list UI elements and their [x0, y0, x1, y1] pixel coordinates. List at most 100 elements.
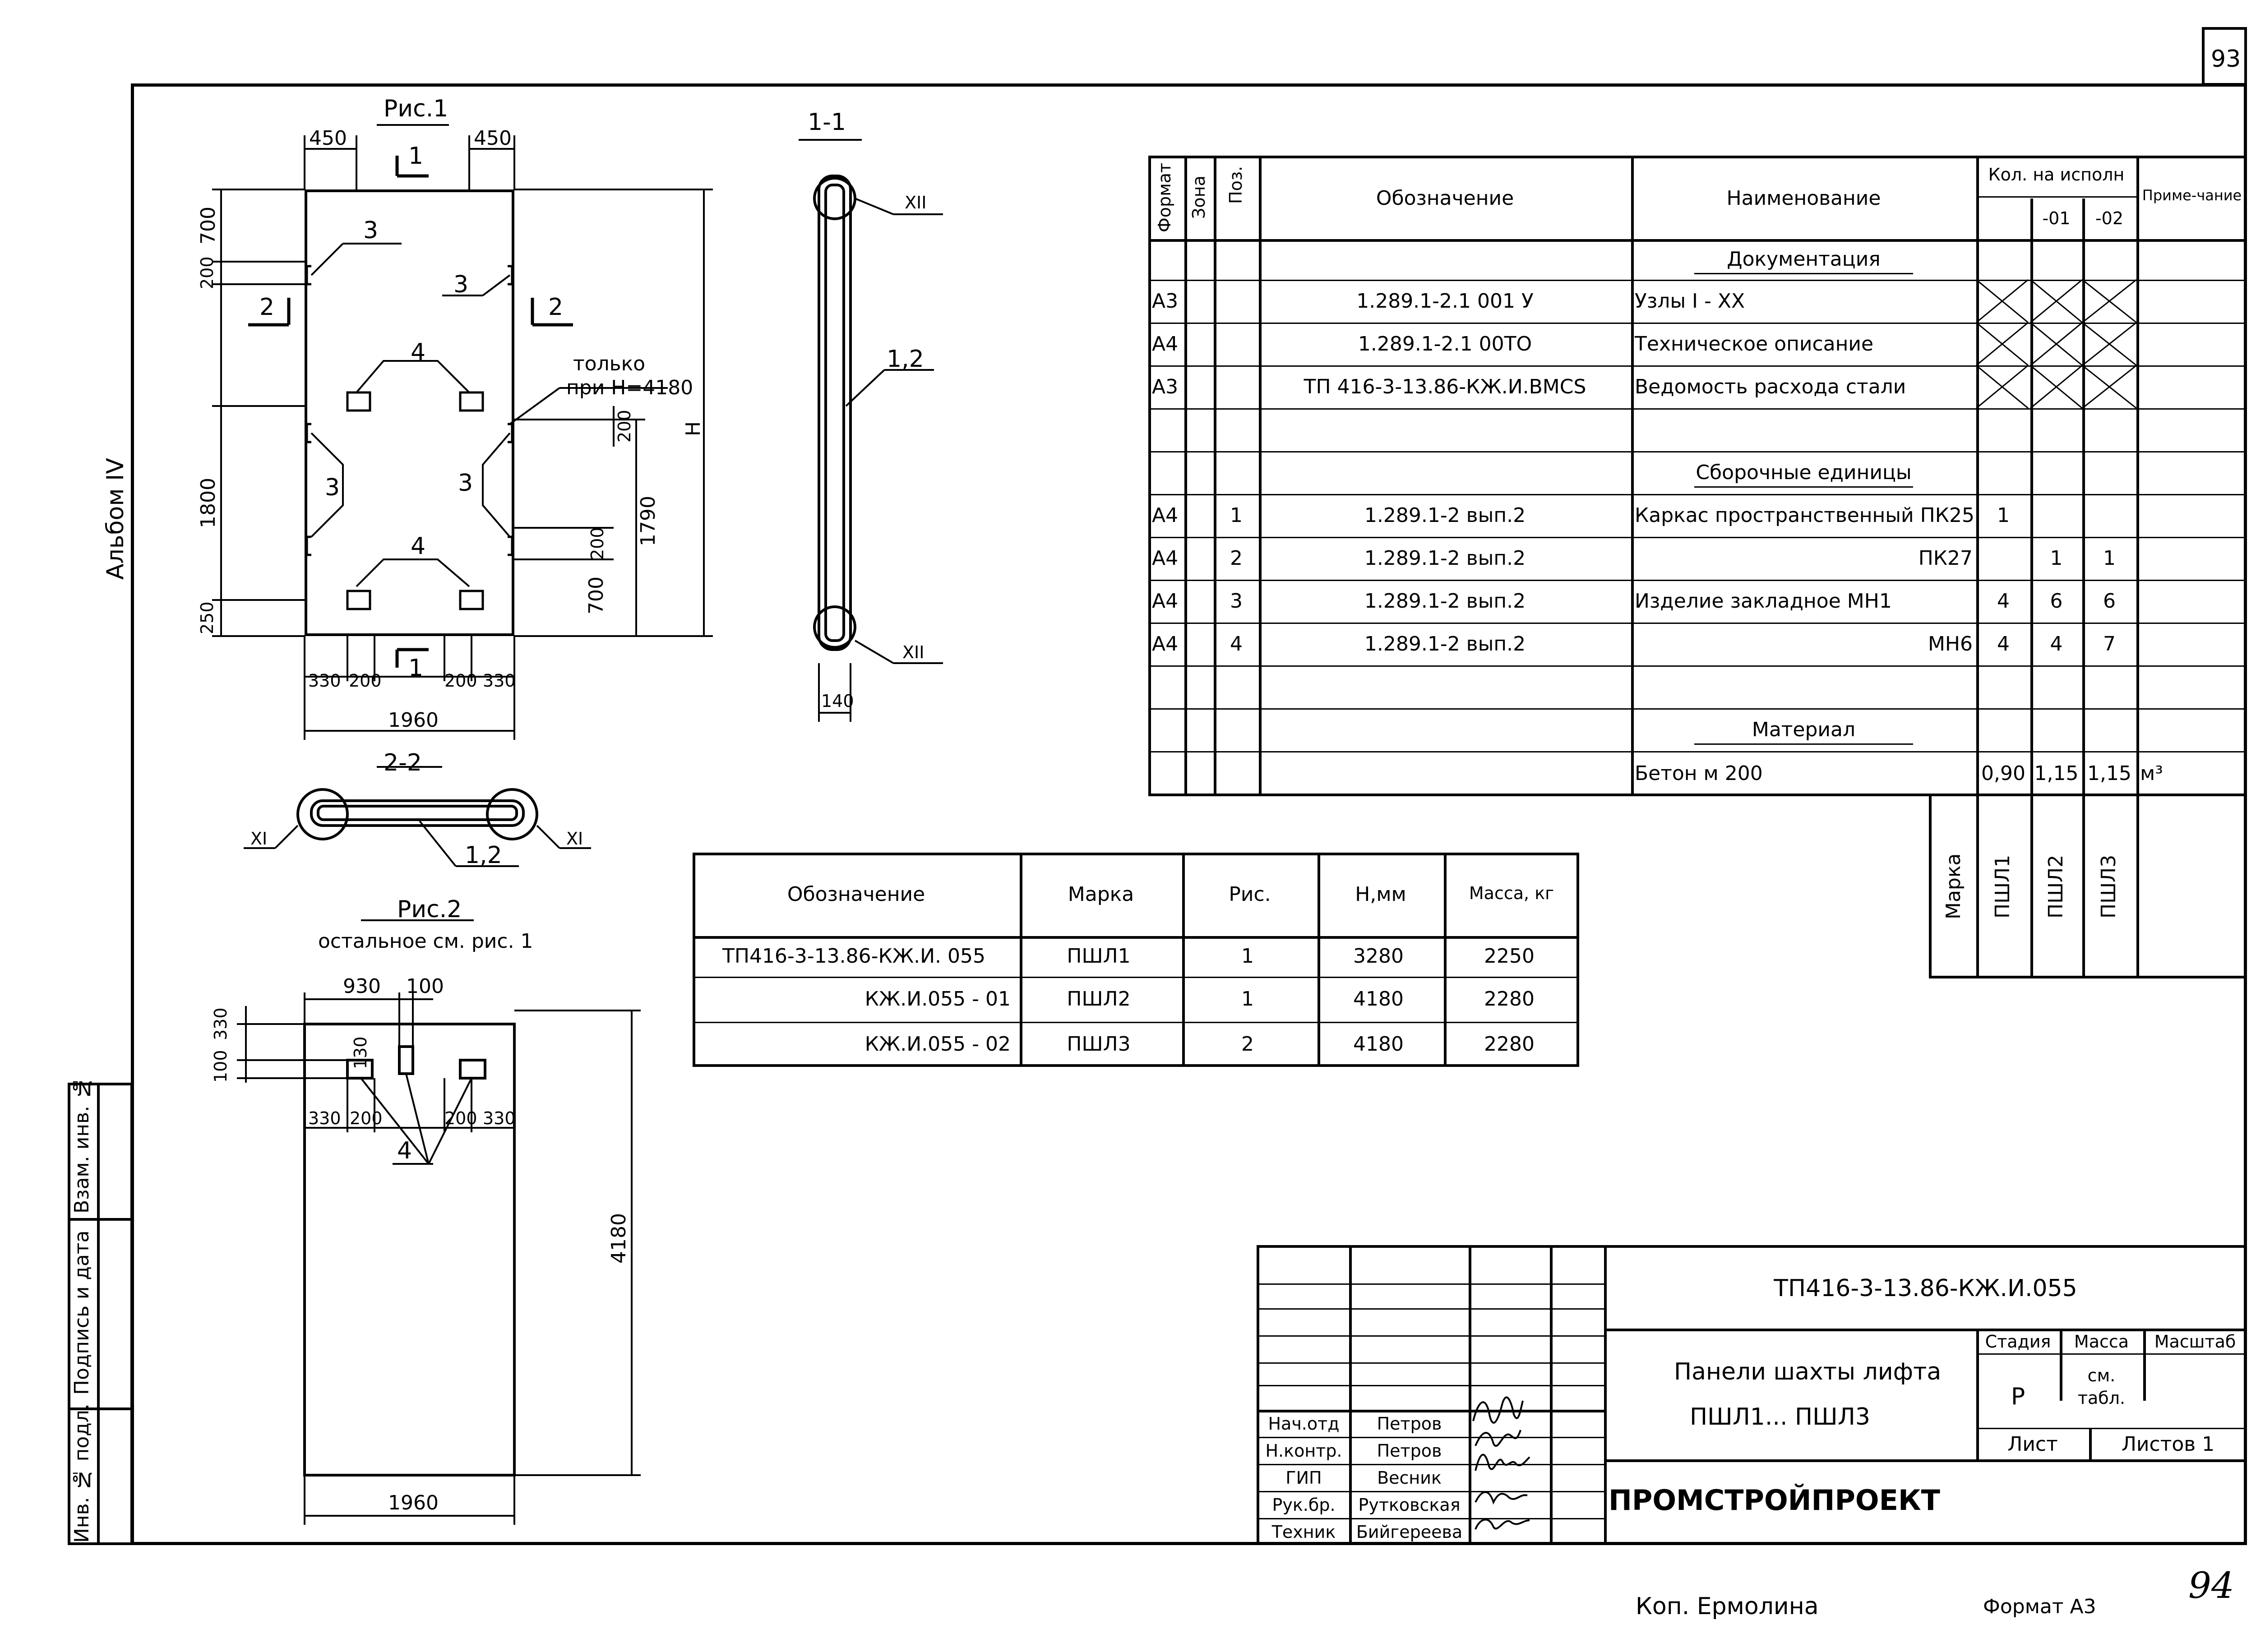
- fig1-section-2-right: 2: [548, 294, 564, 321]
- spec-row-name: Каркас пространственный ПК25: [1635, 503, 1974, 527]
- mark-table-cell: ПШЛ1: [1067, 945, 1131, 968]
- fig1-callout-4-bot: 4: [411, 533, 426, 560]
- spec-row-format: А4: [1152, 332, 1179, 355]
- fig2-dim-bot-330-right: 330: [483, 1108, 516, 1128]
- spec-row-name: Узлы I - XX: [1635, 289, 1745, 313]
- side-stamp: [68, 1083, 133, 1545]
- spec-row-q0: 1: [1997, 503, 2010, 527]
- spec-row-name-heading: Материал: [1752, 718, 1856, 741]
- mark-table-cell: 4180: [1353, 988, 1404, 1011]
- title-block-name: Петров: [1377, 1441, 1442, 1461]
- fig1-dim-top-left: 450: [309, 127, 347, 150]
- mark-table-cell: 2280: [1484, 988, 1535, 1011]
- title-block-mass-2: табл.: [2077, 1388, 2126, 1408]
- mark-table-cell: ПШЛ3: [1067, 1033, 1131, 1056]
- spec-row-format: А4: [1152, 503, 1179, 527]
- spec-row-q1: 1: [2050, 546, 2063, 570]
- title-block-stage: Р: [2011, 1383, 2025, 1410]
- spec-row-crossed-cells: [1976, 365, 2137, 409]
- spec-row-q1: 4: [2050, 632, 2063, 655]
- title-block-role: Рук.бр.: [1272, 1495, 1336, 1515]
- section-1-1-title: 1-1: [808, 109, 846, 136]
- spec-header-designation: Обозначение: [1376, 187, 1514, 210]
- mark-table-cell: 1: [1241, 945, 1254, 968]
- section-2-2-xi-right: XI: [566, 829, 583, 849]
- spec-row-q2: 1: [2103, 546, 2116, 570]
- spec-table: [1148, 156, 2247, 796]
- spec-row-designation: 1.289.1-2.1 001 У: [1356, 289, 1534, 313]
- mark-table: [693, 853, 1579, 1067]
- spec-header-name: Наименование: [1726, 187, 1881, 210]
- spec-row-q2: 7: [2103, 632, 2116, 655]
- title-block-mass-1: см.: [2087, 1366, 2116, 1385]
- spec-row-name: МН6: [1928, 632, 1973, 655]
- title-block-name-2: ПШЛ1... ПШЛ3: [1690, 1403, 1870, 1431]
- fig2-dim-930: 930: [343, 975, 381, 998]
- fig1-title: Рис.1: [384, 95, 448, 122]
- spec-row-pos: 4: [1230, 632, 1243, 655]
- spec-row-designation: 1.289.1-2 вып.2: [1364, 546, 1526, 570]
- title-block-name: Весник: [1377, 1468, 1442, 1488]
- mark-table-header: Обозначение: [787, 882, 925, 906]
- spec-heading-underline: [1694, 273, 1913, 274]
- mark-table-cell: КЖ.И.055 - 02: [864, 1033, 1011, 1056]
- spec-header-note: Приме-чание: [2142, 187, 2242, 204]
- fig2-dim-bot-330-left: 330: [308, 1108, 341, 1128]
- fig1-section-1-top: 1: [408, 143, 424, 170]
- spec-row-q2: 1,15: [2087, 762, 2131, 785]
- fig1-dim-top-right: 450: [474, 127, 512, 150]
- fig1-dim-bot-200-right: 200: [444, 671, 477, 691]
- fig2-dim-bot-200-right: 200: [444, 1108, 477, 1128]
- title-block-sheet: Лист: [2007, 1433, 2058, 1456]
- fig1-dim-bot-330-right: 330: [483, 671, 516, 691]
- spec-row-name-heading: Документация: [1727, 248, 1881, 271]
- spec-row-designation: 1.289.1-2.1 00ТО: [1358, 332, 1532, 355]
- spec-row-q2: 6: [2103, 589, 2116, 613]
- fig1-section-2-left: 2: [259, 294, 275, 321]
- section-2-2-xi-left: XI: [250, 829, 268, 849]
- spec-heading-underline: [1694, 743, 1913, 745]
- title-block-role: ГИП: [1285, 1468, 1322, 1488]
- spec-row-note: м³: [2140, 762, 2163, 785]
- fig2-subtitle: остальное см. рис. 1: [318, 930, 533, 953]
- spec-row-name: ПК27: [1918, 546, 1973, 570]
- fig2-title: Рис.2: [397, 896, 462, 923]
- title-block: [1257, 1245, 2247, 1545]
- spec-row-format: А4: [1152, 589, 1179, 613]
- spec-row-name: Изделие закладное МН1: [1635, 589, 1892, 613]
- mark-table-cell: КЖ.И.055 - 01: [864, 988, 1011, 1011]
- title-block-mass-label: Масса: [2074, 1332, 2129, 1352]
- spec-row-name: Бетон м 200: [1635, 762, 1763, 785]
- mark-table-header: Рис.: [1229, 882, 1271, 906]
- title-block-sheets: Листов 1: [2121, 1433, 2215, 1456]
- title-block-name-1: Панели шахты лифта: [1674, 1358, 1942, 1385]
- fig2-dim-100-top: 100: [406, 975, 444, 998]
- fig1-callout-4-top: 4: [411, 339, 426, 366]
- spec-row-designation: 1.289.1-2 вып.2: [1364, 632, 1526, 655]
- mark-table-cell: 2280: [1484, 1033, 1535, 1056]
- spec-row-name: Ведомость расхода стали: [1635, 375, 1906, 398]
- footer-copied: Коп. Ермолина: [1636, 1593, 1819, 1620]
- fig1-section-1-bot: 1: [408, 655, 424, 682]
- title-block-name: Петров: [1377, 1414, 1442, 1434]
- spec-row-designation: ТП 416-3-13.86-КЖ.И.ВМСS: [1304, 375, 1586, 398]
- spec-row-crossed-cells: [1976, 322, 2137, 366]
- fig2-dim-bot-200-left: 200: [350, 1108, 383, 1128]
- fig2-dim-width: 1960: [388, 1491, 439, 1514]
- section-2-2-label: 1,2: [465, 842, 502, 869]
- page-number-top: 93: [2211, 46, 2241, 73]
- spec-row-pos: 2: [1230, 546, 1243, 570]
- page-number-bottom: 94: [2188, 1564, 2234, 1606]
- fig1-note-line1: только: [573, 352, 646, 375]
- spec-header-q02: -02: [2095, 208, 2124, 228]
- mark-table-cell: 4180: [1353, 1033, 1404, 1056]
- section-1-1-label: 1,2: [887, 346, 924, 373]
- spec-row-pos: 3: [1230, 589, 1243, 613]
- title-block-role: Техник: [1271, 1522, 1336, 1542]
- fig2-callout-4: 4: [397, 1137, 412, 1164]
- spec-row-pos: 1: [1230, 503, 1243, 527]
- footer-format: Формат А3: [1983, 1595, 2096, 1618]
- fig1-dim-bot-200-left: 200: [349, 671, 382, 691]
- spec-row-q0: 0,90: [1981, 762, 2025, 785]
